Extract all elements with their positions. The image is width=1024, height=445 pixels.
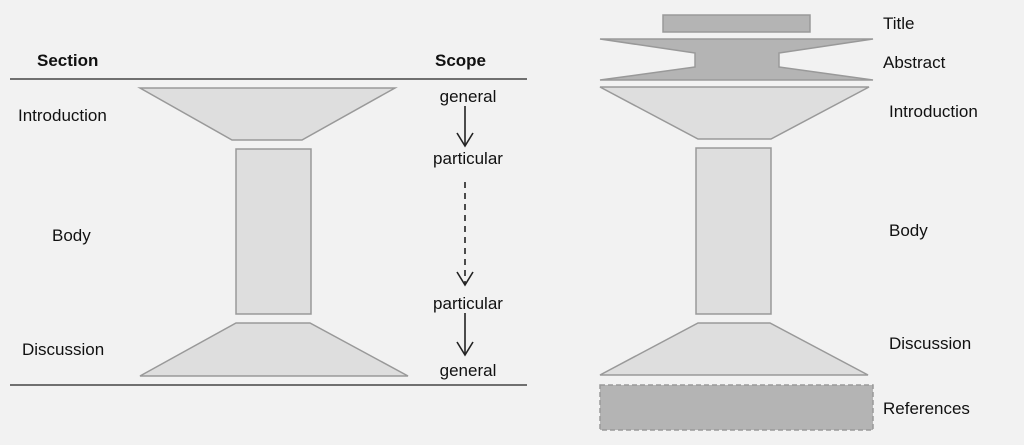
right-discussion-funnel — [599, 322, 869, 376]
left-body-block — [235, 148, 312, 315]
arrow-down-icon — [456, 313, 474, 357]
section-header: Section — [37, 51, 98, 70]
arrow-down-icon — [456, 106, 474, 148]
right-label-body: Body — [889, 221, 928, 240]
right-abstract-block — [599, 38, 874, 81]
left-label-introduction: Introduction — [18, 106, 107, 125]
right-title-block — [662, 14, 811, 33]
right-label-title: Title — [883, 14, 915, 33]
right-references-block — [599, 384, 874, 431]
right-label-introduction: Introduction — [889, 102, 978, 121]
left-discussion-funnel — [139, 322, 409, 377]
right-label-references: References — [883, 399, 970, 418]
scope-general-bottom: general — [440, 361, 497, 380]
left-introduction-funnel — [137, 87, 398, 141]
left-label-body: Body — [52, 226, 91, 245]
scope-particular-bottom: particular — [433, 294, 503, 313]
scope-general-top: general — [440, 87, 497, 106]
right-introduction-funnel — [599, 86, 870, 140]
scope-header: Scope — [435, 51, 486, 70]
left-label-discussion: Discussion — [22, 340, 104, 359]
right-label-discussion: Discussion — [889, 334, 971, 353]
scope-particular-top: particular — [433, 149, 503, 168]
right-label-abstract: Abstract — [883, 53, 946, 72]
right-body-block — [695, 147, 772, 315]
dashed-arrow-down-icon — [456, 182, 474, 287]
